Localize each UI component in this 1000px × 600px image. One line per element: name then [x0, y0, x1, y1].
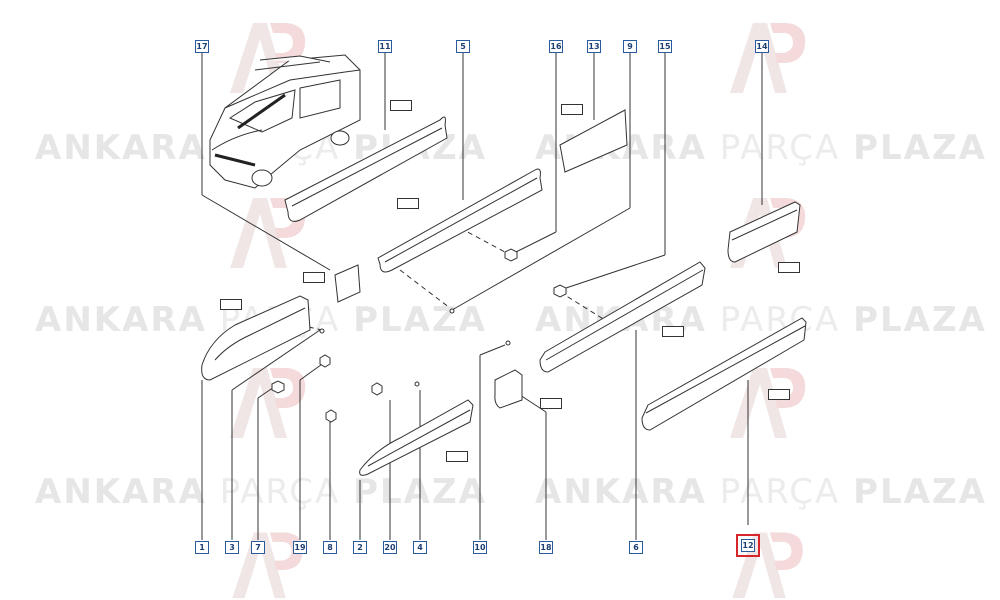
ref-box [220, 299, 242, 310]
ref-box [778, 262, 800, 273]
callout-12-highlighted[interactable]: 12 [736, 534, 760, 557]
callout-15: 15 [658, 40, 672, 53]
watermark-text: ANKARA PARÇA PLAZA [35, 472, 487, 512]
wm-light: PARÇA [219, 472, 341, 512]
part-18-cap [494, 369, 523, 409]
wm-bold: ANKARA [35, 128, 207, 168]
wm-bold2: PLAZA [853, 472, 987, 512]
wm-light: PARÇA [719, 128, 841, 168]
wm-bold2: PLAZA [853, 128, 987, 168]
callout-18: 18 [539, 541, 553, 554]
ref-box [397, 198, 419, 209]
ap-logo-icon [730, 23, 806, 93]
ap-logo-icon [230, 368, 306, 438]
callout-17: 17 [195, 40, 209, 53]
ref-box [446, 451, 468, 462]
ref-box [662, 326, 684, 337]
ref-box [540, 398, 562, 409]
wm-bold2: PLAZA [353, 472, 487, 512]
callout-10: 10 [473, 541, 487, 554]
ref-box [303, 272, 325, 283]
part-11-molding [284, 116, 448, 222]
callout-6: 6 [629, 541, 643, 554]
callout-7: 7 [251, 541, 265, 554]
ref-box [561, 104, 583, 115]
callout-9: 9 [623, 40, 637, 53]
part-13-panel [559, 109, 628, 173]
wm-bold: ANKARA [35, 300, 207, 340]
callout-14: 14 [755, 40, 769, 53]
callout-1: 1 [195, 541, 209, 554]
callout-20: 20 [383, 541, 397, 554]
part-1-molding [201, 295, 311, 381]
ref-box [390, 100, 412, 111]
callout-5: 5 [456, 40, 470, 53]
fasteners [271, 248, 567, 423]
part-2-molding [359, 399, 474, 476]
part-17-bracket [334, 264, 361, 303]
watermark-text: ANKARA PARÇA PLAZA [535, 472, 987, 512]
part-12-molding [641, 317, 807, 431]
part-5-molding [377, 168, 543, 273]
wm-bold2: PLAZA [853, 300, 987, 340]
callout-13: 13 [587, 40, 601, 53]
callout-4: 4 [413, 541, 427, 554]
wm-bold: ANKARA [35, 472, 207, 512]
part-6-molding [539, 261, 706, 373]
callout-19: 19 [293, 541, 307, 554]
callout-8: 8 [323, 541, 337, 554]
wm-bold2: PLAZA [353, 300, 487, 340]
ref-box [768, 389, 790, 400]
wm-bold: ANKARA [535, 472, 707, 512]
ap-logo-icon [732, 532, 803, 599]
callout-11: 11 [378, 40, 392, 53]
callout-3: 3 [225, 541, 239, 554]
part-14-molding [727, 201, 801, 263]
wm-light: PARÇA [719, 472, 841, 512]
van-drawing [209, 54, 361, 189]
callout-2: 2 [353, 541, 367, 554]
callout-16: 16 [549, 40, 563, 53]
